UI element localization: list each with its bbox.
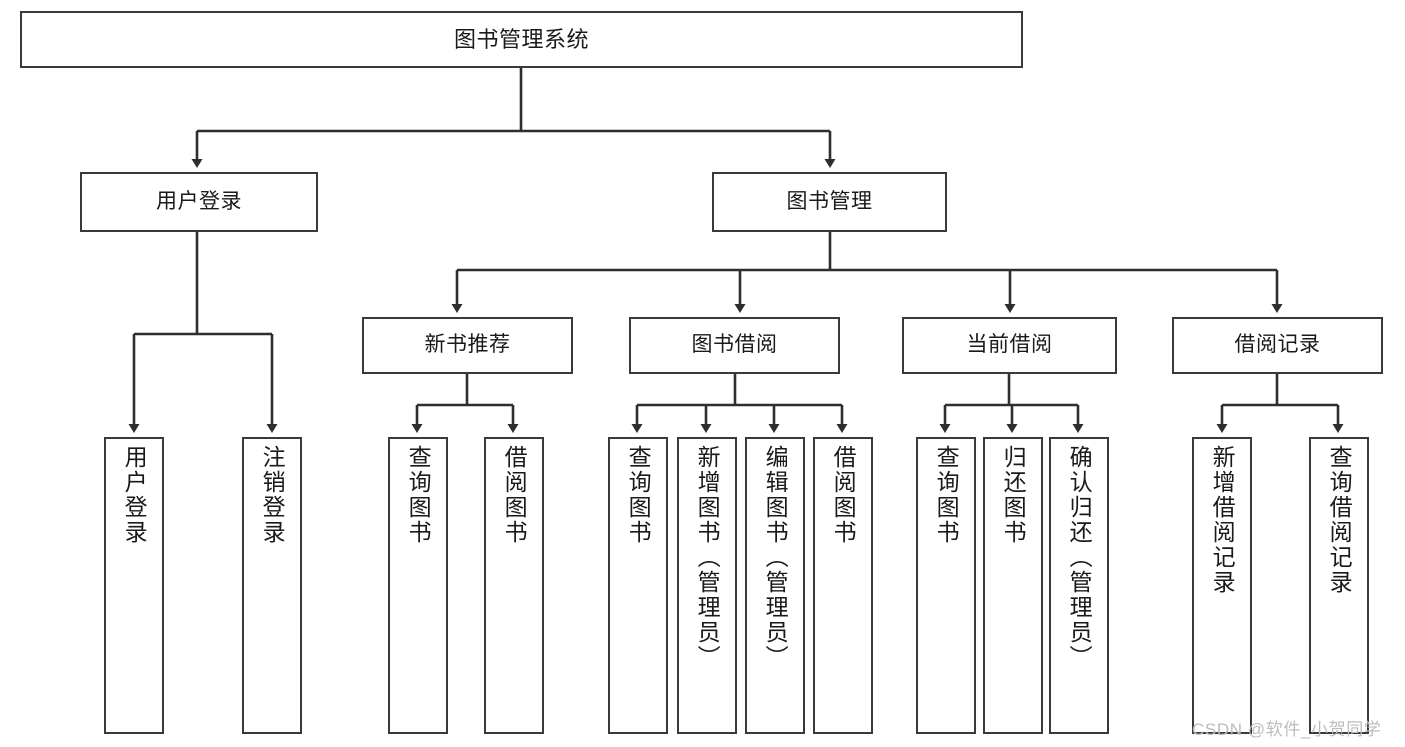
- leaf-add-book-admin[interactable]: 新增图书（管理员）: [677, 437, 737, 734]
- node-label: 新增图书（管理员）: [694, 445, 721, 670]
- leaf-search-books-rec[interactable]: 查询图书: [388, 437, 448, 734]
- node-label: 用户登录: [156, 189, 242, 213]
- leaf-edit-book-admin[interactable]: 编辑图书（管理员）: [745, 437, 805, 734]
- node-label: 查询图书: [933, 445, 960, 545]
- node-borrowing-records[interactable]: 借阅记录: [1172, 317, 1383, 374]
- leaf-return-book[interactable]: 归还图书: [983, 437, 1043, 734]
- node-label: 查询图书: [625, 445, 652, 545]
- node-label: 图书借阅: [691, 333, 778, 357]
- node-book-management[interactable]: 图书管理: [712, 172, 947, 232]
- leaf-borrow-book[interactable]: 借阅图书: [813, 437, 873, 734]
- leaf-query-borrow-record[interactable]: 查询借阅记录: [1309, 437, 1369, 734]
- node-label: 新增借阅记录: [1209, 445, 1236, 595]
- node-label: 确认归还（管理员）: [1066, 445, 1093, 670]
- node-label: 图书管理系统: [453, 26, 589, 52]
- node-book-management-system[interactable]: 图书管理系统: [20, 11, 1023, 68]
- node-label: 借阅记录: [1234, 333, 1321, 357]
- node-label: 借阅图书: [501, 445, 528, 545]
- leaf-search-books-borrow[interactable]: 查询图书: [608, 437, 668, 734]
- node-user-login[interactable]: 用户登录: [80, 172, 318, 232]
- node-label: 用户登录: [121, 445, 148, 545]
- leaf-user-login[interactable]: 用户登录: [104, 437, 164, 734]
- node-label: 查询借阅记录: [1326, 445, 1353, 595]
- node-label: 图书管理: [786, 189, 873, 213]
- node-label: 注销登录: [259, 445, 286, 545]
- node-label: 新书推荐: [424, 333, 511, 357]
- leaf-confirm-return-admin[interactable]: 确认归还（管理员）: [1049, 437, 1109, 734]
- leaf-search-books-current[interactable]: 查询图书: [916, 437, 976, 734]
- csdn-watermark: CSDN @软件_小贺同学: [1192, 720, 1382, 739]
- node-label: 归还图书: [1000, 445, 1027, 545]
- node-new-book-recommendation[interactable]: 新书推荐: [362, 317, 573, 374]
- leaf-logout[interactable]: 注销登录: [242, 437, 302, 734]
- node-label: 借阅图书: [830, 445, 857, 545]
- leaf-borrow-books-rec[interactable]: 借阅图书: [484, 437, 544, 734]
- node-current-borrowing[interactable]: 当前借阅: [902, 317, 1117, 374]
- node-label: 编辑图书（管理员）: [762, 445, 789, 670]
- node-label: 当前借阅: [966, 333, 1053, 357]
- leaf-add-borrow-record[interactable]: 新增借阅记录: [1192, 437, 1252, 734]
- node-book-borrowing[interactable]: 图书借阅: [629, 317, 840, 374]
- node-label: 查询图书: [405, 445, 432, 545]
